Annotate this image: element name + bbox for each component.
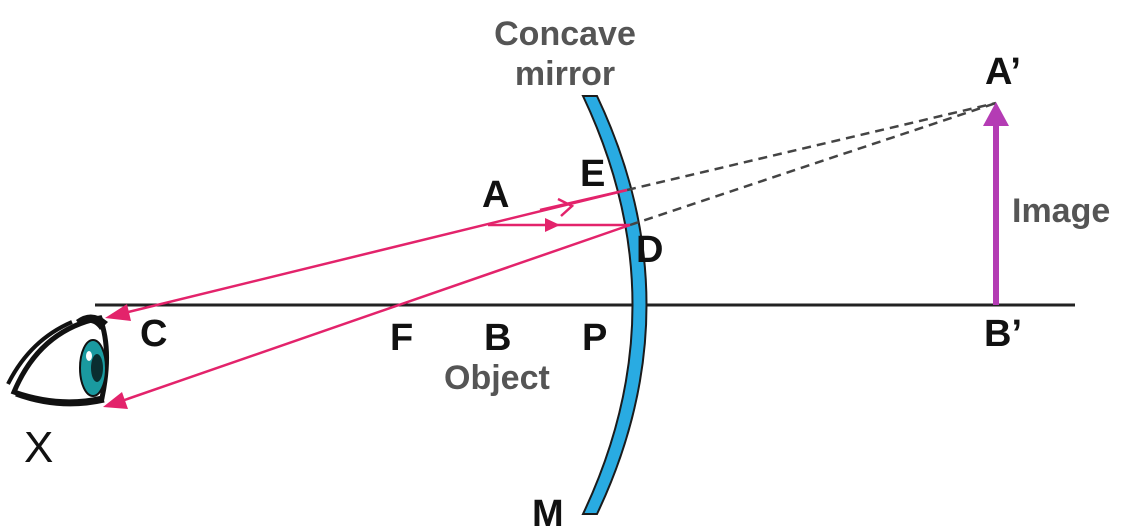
label-d: D (636, 229, 663, 271)
label-b: B (484, 317, 511, 359)
reflected-ray-df-arrow (103, 392, 128, 409)
object-caption: Object (444, 359, 550, 397)
mirror-title-line1: Concave (494, 15, 636, 53)
concave-mirror (581, 95, 648, 515)
incident-ray-ae-arrow (557, 197, 575, 217)
label-b-prime: B’ (984, 313, 1022, 355)
label-c: C (140, 313, 167, 355)
label-a-prime: A’ (985, 51, 1021, 93)
label-e: E (580, 153, 605, 195)
label-a: A (482, 174, 509, 216)
mirror-title-line2: mirror (515, 55, 615, 93)
image-arrow-head (983, 102, 1009, 126)
eye-icon (6, 314, 109, 407)
reflected-ray-ec-arrow (105, 304, 131, 321)
virtual-ray-d (629, 101, 997, 227)
reflected-ray-df (109, 223, 631, 407)
label-p: P (582, 317, 607, 359)
observer-label: X (24, 423, 53, 472)
incident-ray-ad-arrow (545, 218, 560, 232)
virtual-ray-e (626, 101, 997, 192)
label-f: F (390, 317, 413, 359)
label-m: M (532, 493, 564, 529)
image-caption: Image (1012, 192, 1110, 230)
reflected-ray-ec (111, 188, 628, 318)
